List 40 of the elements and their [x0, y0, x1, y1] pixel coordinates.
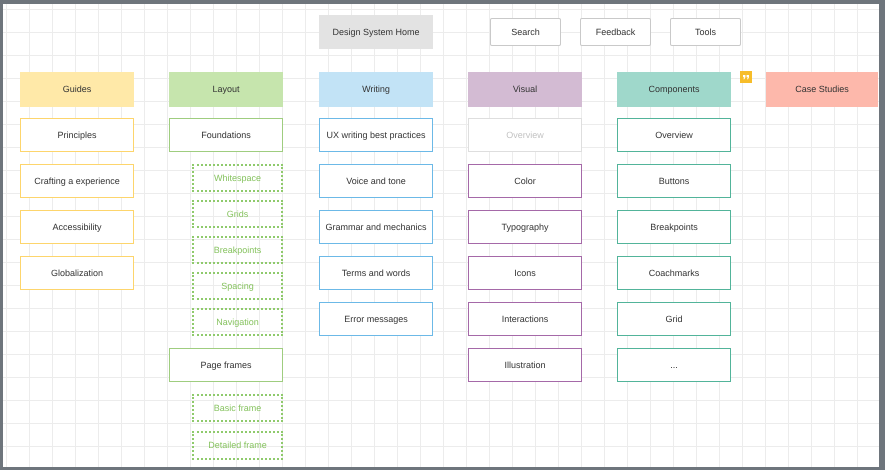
page-box: Error messages	[319, 302, 433, 336]
page-box: UX writing best practices	[319, 118, 433, 152]
page-box: Illustration	[468, 348, 582, 382]
subpage-box: Spacing	[192, 272, 283, 300]
utility-page-box: Tools	[670, 18, 741, 46]
utility-page-box: Search	[490, 18, 561, 46]
page-box: Globalization	[20, 256, 134, 290]
page-box: Crafting a experience	[20, 164, 134, 198]
page-box: Typography	[468, 210, 582, 244]
page-box: Overview	[617, 118, 731, 152]
subpage-box: Navigation	[192, 308, 283, 336]
page-box: Foundations	[169, 118, 283, 152]
section-header-box: Layout	[169, 72, 283, 107]
section-header-box: Visual	[468, 72, 582, 107]
subpage-box: Basic frame	[192, 394, 283, 422]
page-box: Breakpoints	[617, 210, 731, 244]
page-box: Voice and tone	[319, 164, 433, 198]
subpage-box: Grids	[192, 200, 283, 228]
inactive-page-box: Overview	[468, 118, 582, 152]
home-page-box: Design System Home	[319, 15, 433, 49]
subpage-box: Breakpoints	[192, 236, 283, 264]
page-box: Buttons	[617, 164, 731, 198]
page-box: ...	[617, 348, 731, 382]
page-box: Grid	[617, 302, 731, 336]
section-header-box: Writing	[319, 72, 433, 107]
page-box: Terms and words	[319, 256, 433, 290]
page-box: Icons	[468, 256, 582, 290]
page-box: Principles	[20, 118, 134, 152]
subpage-box: Detailed frame	[192, 431, 283, 460]
page-box: Accessibility	[20, 210, 134, 244]
page-box: Page frames	[169, 348, 283, 382]
page-box: Coachmarks	[617, 256, 731, 290]
page-box: Interactions	[468, 302, 582, 336]
page-box: Color	[468, 164, 582, 198]
page-box: Grammar and mechanics	[319, 210, 433, 244]
subpage-box: Whitespace	[192, 164, 283, 192]
section-header-box: Components	[617, 72, 731, 107]
section-header-box: Case Studies	[766, 72, 878, 107]
utility-page-box: Feedback	[580, 18, 651, 46]
section-header-box: Guides	[20, 72, 134, 107]
